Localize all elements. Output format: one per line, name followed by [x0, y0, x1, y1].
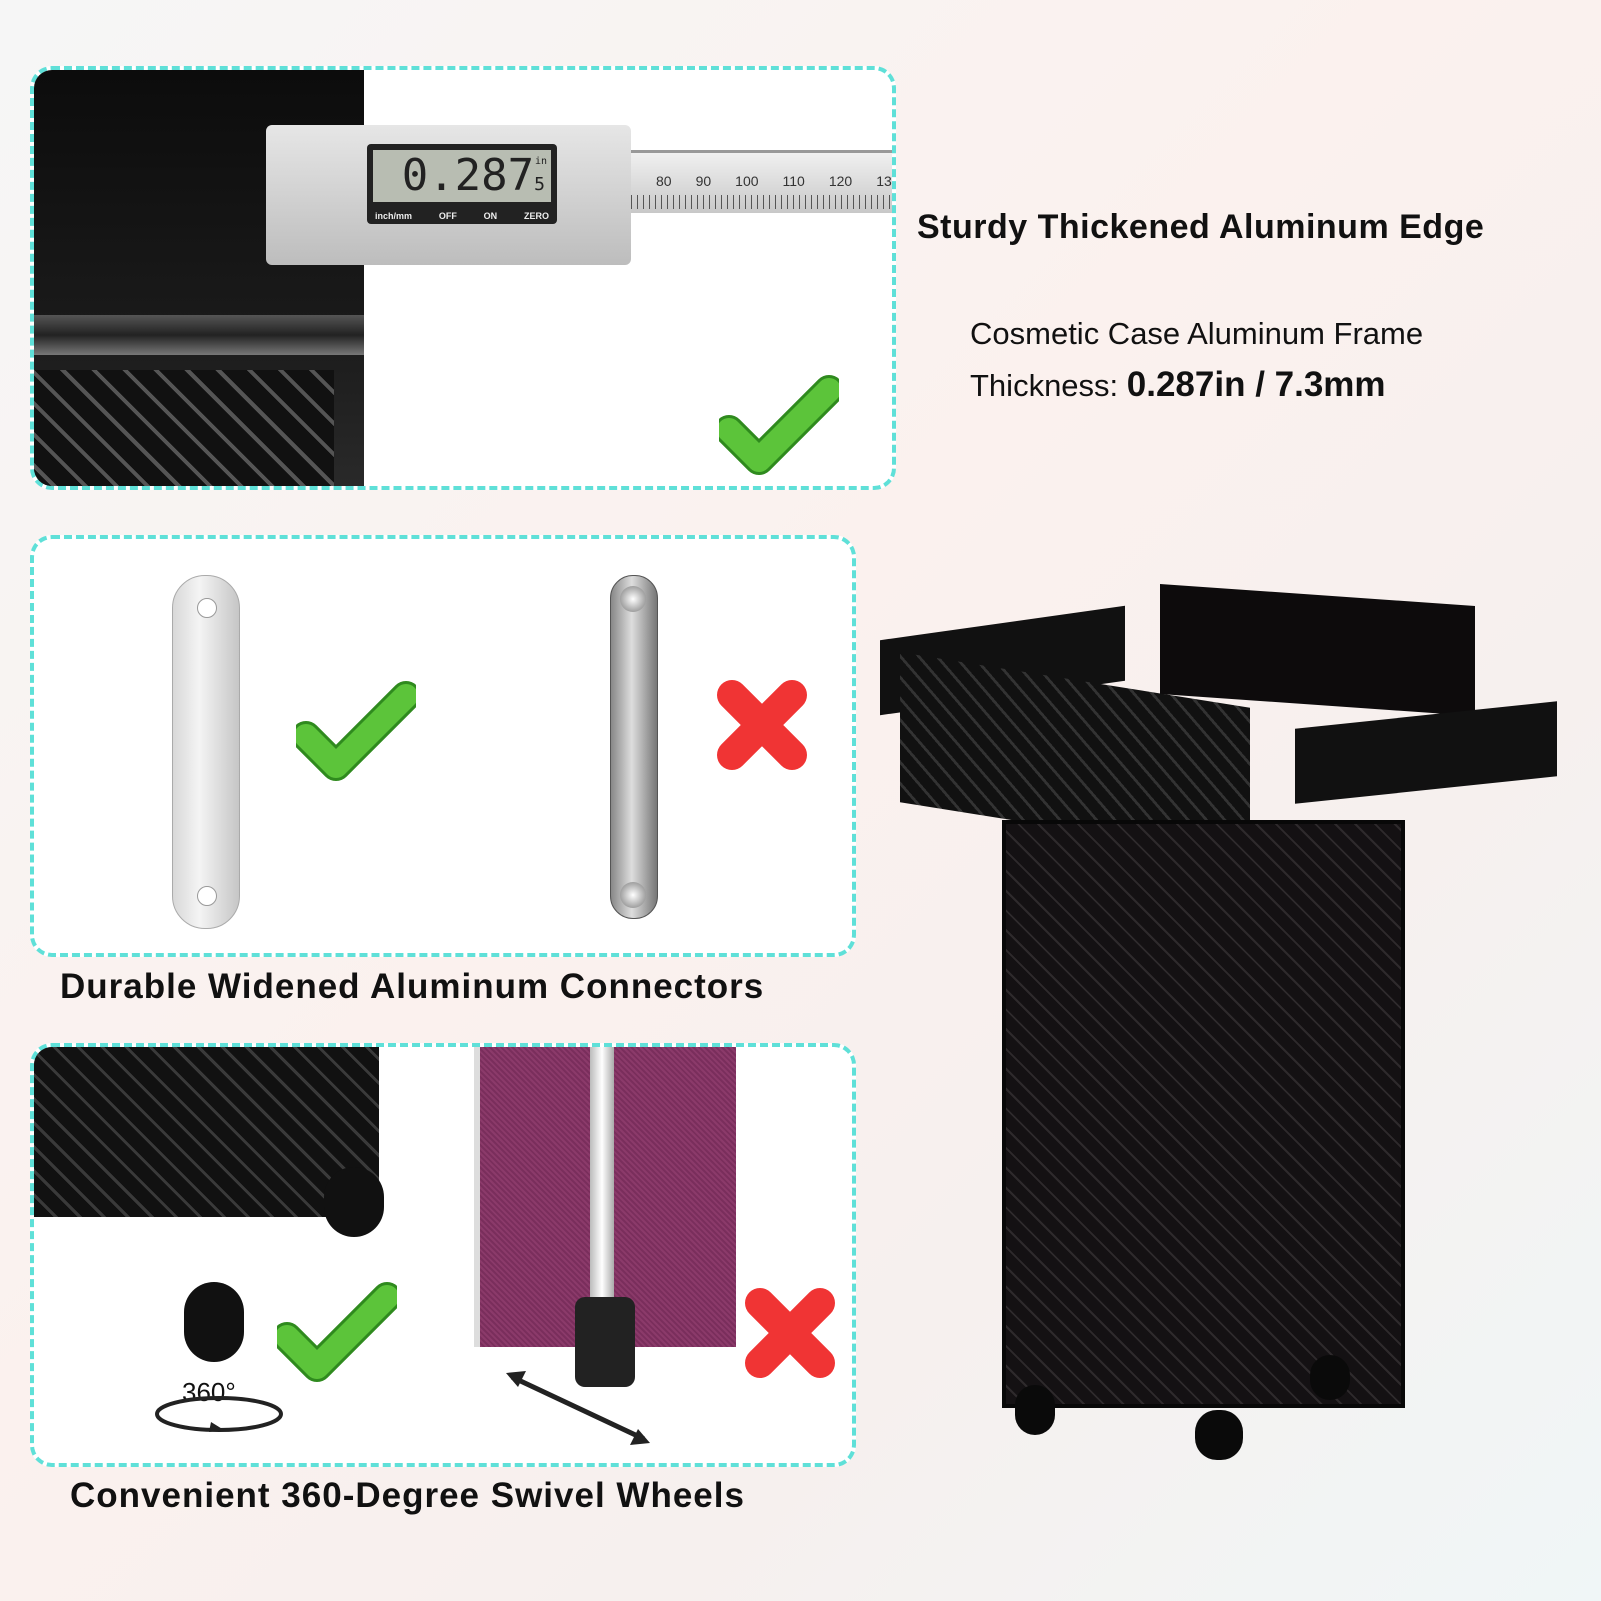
cross-icon: [745, 1288, 835, 1378]
caliper-ruler: 80 90 100 110 120 130: [631, 150, 892, 213]
wheels-panel: 360°: [30, 1043, 856, 1467]
thickness-description: Cosmetic Case Aluminum Frame Thickness: …: [970, 308, 1423, 411]
thickness-panel: 80 90 100 110 120 130 0.2875 in inch/mm …: [30, 66, 896, 490]
swivel-wheel: [184, 1282, 244, 1362]
thickness-heading: Sturdy Thickened Aluminum Edge: [917, 208, 1485, 246]
description-line1: Cosmetic Case Aluminum Frame: [970, 316, 1424, 351]
caliper-reading: 0.287: [401, 150, 535, 201]
check-icon: [296, 681, 416, 781]
zero-label: ZERO: [523, 211, 549, 221]
wheels-caption: Convenient 360-Degree Swivel Wheels: [70, 1476, 745, 1515]
rotation-label: 360°: [182, 1377, 236, 1407]
case-wheel: [1195, 1410, 1243, 1460]
connectors-caption: Durable Widened Aluminum Connectors: [60, 967, 765, 1006]
narrow-connector-image: [610, 575, 658, 919]
scale-label: 120: [828, 173, 853, 189]
caliper-display: 0.2875 in inch/mm OFF ON ZERO: [367, 144, 557, 224]
caliper-reading-suffix: 5: [534, 174, 545, 195]
swivel-wheel: [324, 1167, 384, 1237]
right-tray: [1295, 701, 1557, 804]
check-icon: [719, 375, 839, 475]
rolling-cosmetic-case-image: [880, 583, 1560, 1465]
cross-icon: [717, 680, 807, 770]
scale-label: 90: [695, 173, 712, 189]
scale-label: 130: [876, 173, 892, 189]
wide-connector-image: [172, 575, 240, 929]
on-label: ON: [483, 211, 498, 221]
scale-label: 100: [735, 173, 759, 189]
case-body: [1002, 820, 1405, 1408]
aluminum-frame: [34, 315, 364, 355]
diamond-texture: [34, 370, 334, 486]
case-wheel: [1015, 1385, 1055, 1435]
check-icon: [277, 1282, 397, 1382]
caliper-unit: in: [534, 156, 547, 167]
scale-label: 80: [656, 173, 672, 189]
case-wheel: [1310, 1355, 1350, 1400]
scale-label: 110: [782, 173, 805, 189]
purple-case-image: [474, 1047, 736, 1387]
rotation-arrow-icon: [155, 1396, 283, 1432]
inch-mm-label: inch/mm: [375, 211, 413, 221]
black-case-corner: [34, 1047, 379, 1217]
description-label: Thickness:: [970, 368, 1127, 403]
case-lid: [1160, 583, 1475, 717]
off-label: OFF: [438, 211, 457, 221]
thickness-value: 0.287in / 7.3mm: [1126, 365, 1386, 404]
connectors-panel: [30, 535, 856, 957]
sliding-arrow-icon: [506, 1371, 650, 1445]
